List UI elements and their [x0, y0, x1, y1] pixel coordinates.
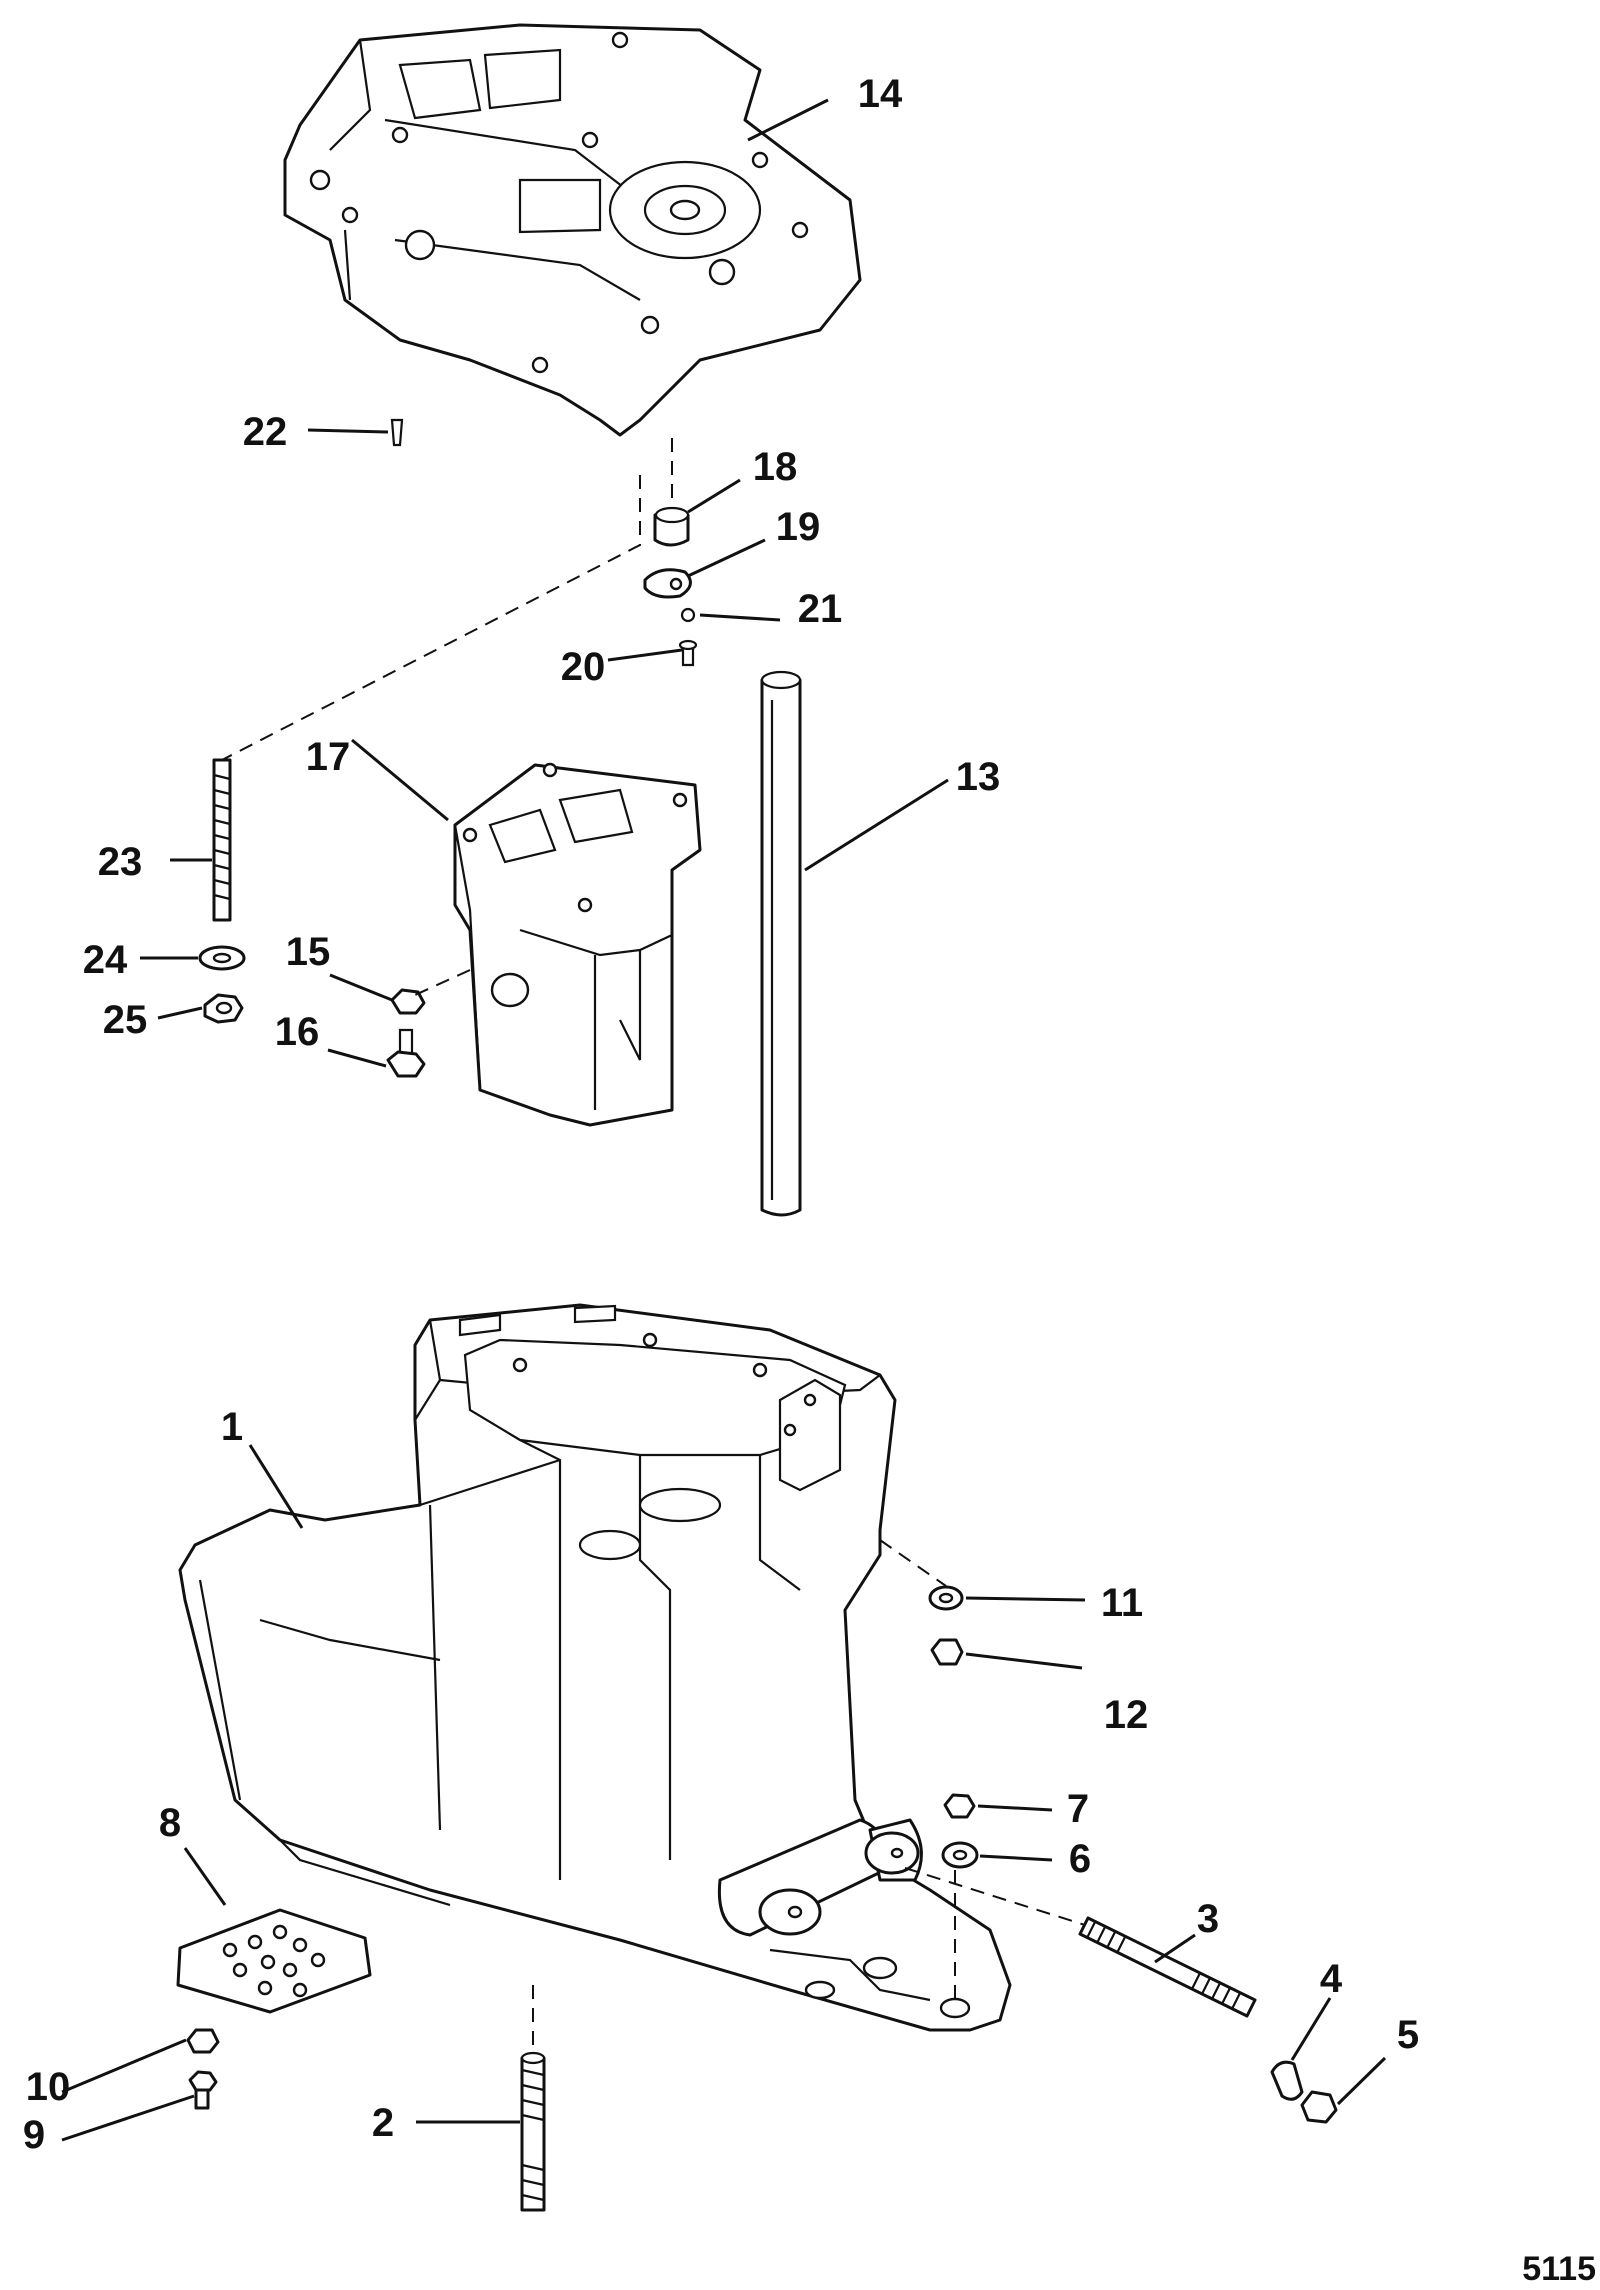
callout-13: 13: [956, 755, 1001, 799]
callout-19: 19: [776, 505, 821, 549]
callout-15: 15: [286, 930, 331, 974]
stud-washer-nut-23-25: [198, 758, 246, 1024]
part-21-washer: [680, 607, 696, 623]
callout-18: 18: [753, 445, 798, 489]
callout-10: 10: [26, 2065, 71, 2109]
adapter-plate-part-14: [283, 23, 862, 437]
figure-id: 5115: [1522, 2250, 1596, 2288]
part-10-washer: [186, 2028, 220, 2054]
leader-lines: [61, 98, 1387, 2142]
nut-washer-6-7: [941, 1793, 979, 1869]
callout-2: 2: [372, 2101, 394, 2145]
callout-8: 8: [159, 1801, 181, 1845]
callout-24: 24: [83, 938, 128, 982]
alignment-lines: [221, 438, 1086, 2050]
callout-3: 3: [1197, 1897, 1219, 1941]
callout-23: 23: [98, 840, 143, 884]
callout-22: 22: [243, 410, 288, 454]
callout-14: 14: [858, 72, 903, 116]
callout-6: 6: [1069, 1837, 1091, 1881]
callout-25: 25: [103, 998, 148, 1042]
washer-screw-15-16: [386, 988, 426, 1078]
part-22-pin: [390, 418, 404, 447]
callout-4: 4: [1320, 1957, 1343, 2001]
callout-12: 12: [1104, 1693, 1149, 1737]
part-19-clip: [643, 568, 692, 599]
callout-5: 5: [1397, 2013, 1419, 2057]
callout-16: 16: [275, 1010, 320, 1054]
callout-labels: 1 2 3 4 5 6 7 8 9 10 11 12 13 14 15 16 1…: [23, 72, 1419, 2157]
part-15-washer: [390, 988, 426, 1015]
callout-20: 20: [561, 645, 606, 689]
part-5-nut: [1300, 2090, 1338, 2124]
callout-1: 1: [221, 1405, 243, 1449]
washer-nut-11-12: [928, 1585, 964, 1666]
callout-7: 7: [1067, 1787, 1089, 1831]
stud-part-3: [1078, 1916, 1257, 2018]
small-parts-group-18-22: [390, 418, 698, 667]
callout-21: 21: [798, 587, 843, 631]
driveshaft-housing-part-1: [178, 1303, 1012, 2032]
plate-part-8: [176, 1908, 372, 2014]
part-7-nut: [943, 1793, 976, 1819]
water-tube-part-13: [760, 670, 802, 1217]
part-4-sleeve: [1270, 2060, 1304, 2101]
stud-part-2: [520, 2051, 546, 2212]
exhaust-tube-part-17: [453, 762, 702, 1127]
part-12-nut: [930, 1638, 964, 1666]
callout-17: 17: [306, 735, 351, 779]
callout-9: 9: [23, 2113, 45, 2157]
callout-11: 11: [1101, 1581, 1143, 1625]
